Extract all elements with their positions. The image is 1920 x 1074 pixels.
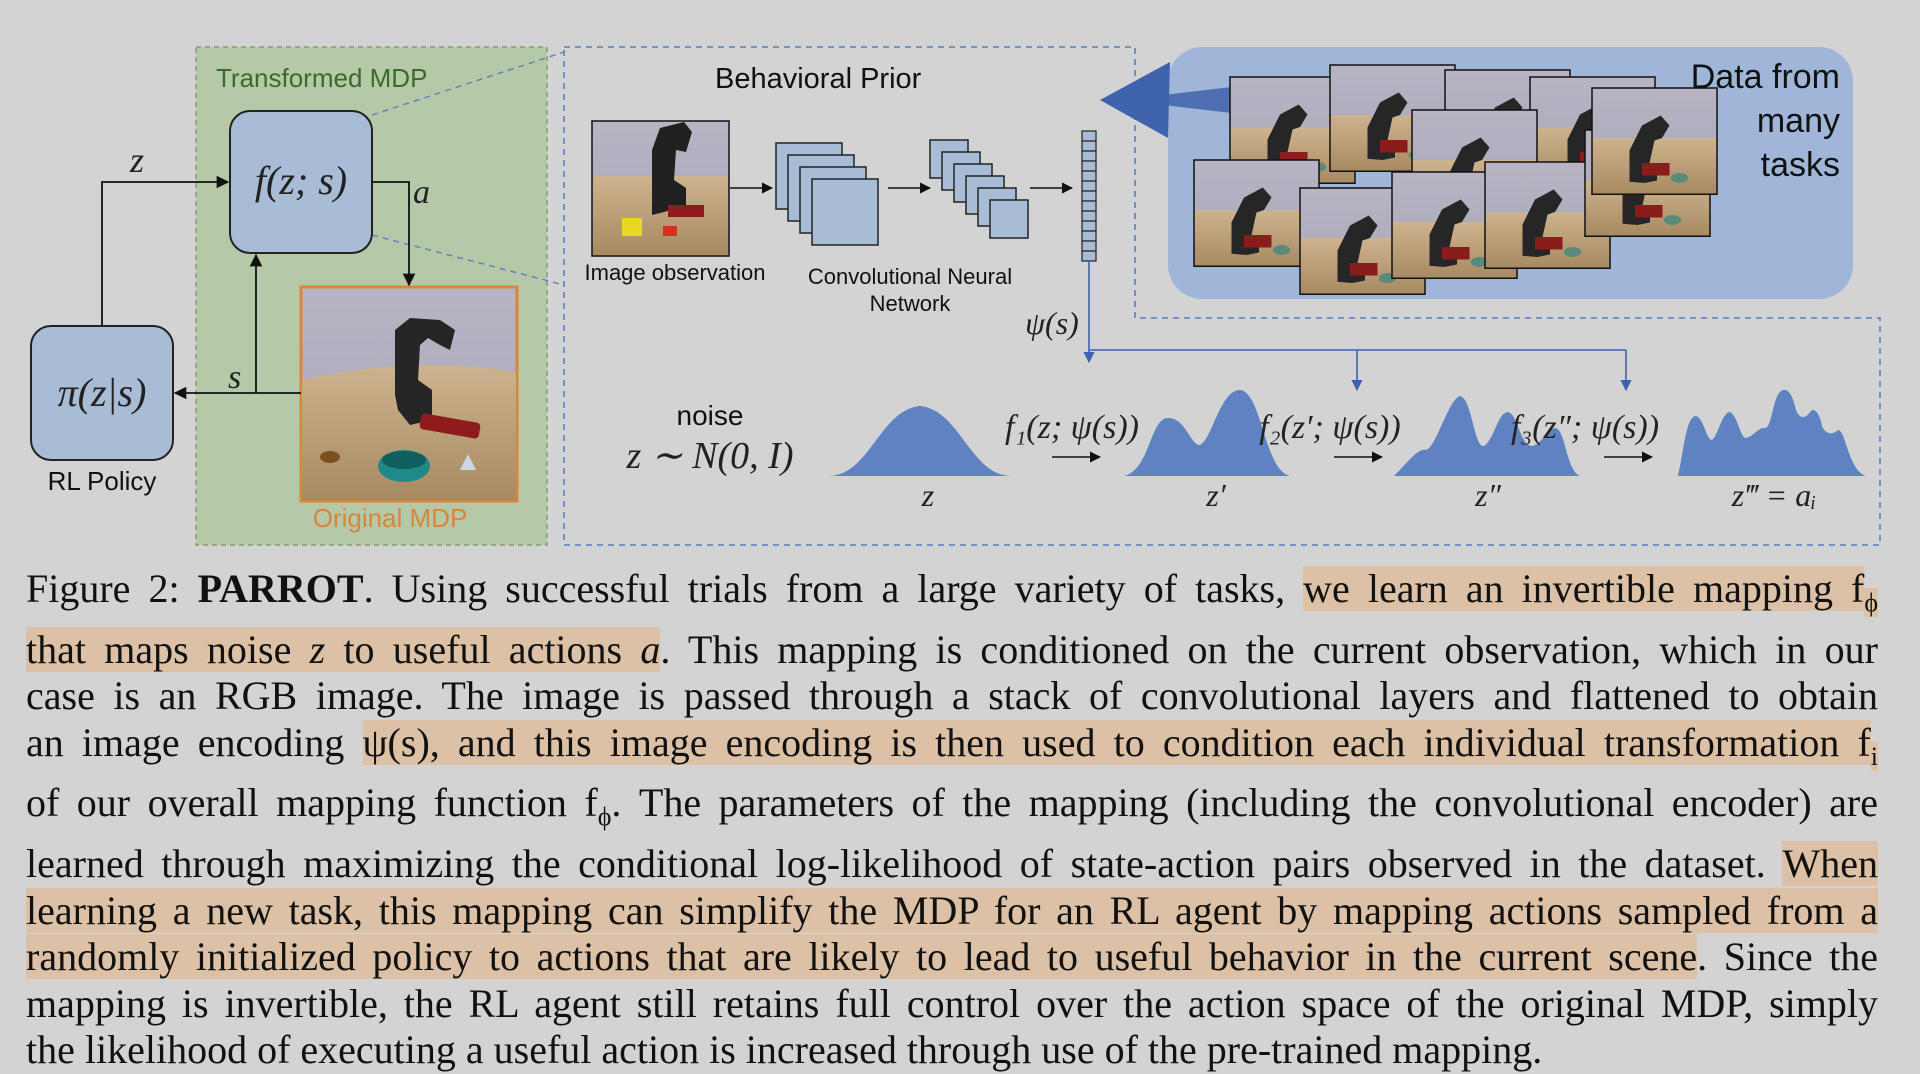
noise-label: noise xyxy=(677,400,744,431)
dist-z-prime-label: z′ xyxy=(1205,477,1226,513)
distribution-z xyxy=(830,406,1010,476)
cnn-label-line1: Convolutional Neural xyxy=(808,264,1012,289)
dist-z-triple-prime-label: z‴ = aᵢ xyxy=(1731,477,1817,513)
caption-text: ϕ xyxy=(597,802,612,832)
cnn-layer-stack-1 xyxy=(775,142,879,246)
encoding-cell xyxy=(1081,160,1097,172)
original-mdp-label: Original MDP xyxy=(313,503,468,533)
caption-line: learned through maximizing the condition… xyxy=(26,840,1878,888)
behavioral-prior-label: Behavioral Prior xyxy=(715,63,922,95)
highlighted-text: that maps noise xyxy=(26,626,310,672)
caption-line: an image encoding ψ(s), and this image e… xyxy=(26,719,1879,781)
caption-text: . Using successful trials from a large v… xyxy=(363,566,1304,611)
image-observation-thumbnail xyxy=(591,120,730,257)
highlighted-text: learning a new task, this mapping can si… xyxy=(26,887,1878,933)
caption-line: the likelihood of executing a useful act… xyxy=(26,1027,1878,1074)
cnn-label-line2: Network xyxy=(870,291,952,316)
parrot-figure: Transformed MDP Behavioral Prior f(z; s)… xyxy=(30,46,1881,546)
caption-text: learned through maximizing the condition… xyxy=(26,840,1783,886)
dist-z-label: z xyxy=(921,477,935,513)
highlighted-text: z xyxy=(309,626,326,672)
behavioral-prior-region xyxy=(563,46,1881,546)
transform-f3-label: f₃(z″; ψ(s)) xyxy=(1511,409,1659,446)
encoding-cell xyxy=(1081,130,1097,142)
flattened-encoding-vector xyxy=(1081,130,1097,262)
encoding-cell xyxy=(1081,230,1097,242)
noise-distribution-label: z ∼ N(0, I) xyxy=(626,435,794,477)
original-mdp-image xyxy=(299,285,519,503)
caption-line: randomly initialized policy to actions t… xyxy=(26,934,1878,981)
encoding-cell xyxy=(1081,140,1097,152)
figure-caption: Figure 2: PARROT. Using successful trial… xyxy=(26,566,1879,1074)
caption-line: that maps noise z to useful actions a. T… xyxy=(26,626,1878,674)
caption-title: PARROT xyxy=(197,566,364,611)
highlighted-text: When xyxy=(1782,840,1878,886)
caption-line: case is an RGB image. The image is passe… xyxy=(26,673,1878,720)
highlighted-text: randomly initialized policy to actions t… xyxy=(26,934,1698,980)
encoding-psi-label: ψ(s) xyxy=(1025,305,1079,341)
highlighted-text: to useful actions xyxy=(325,626,641,672)
task-thumbnail xyxy=(1591,87,1718,195)
caption-text: . Since the xyxy=(1697,934,1878,980)
left-arrow-icon-head xyxy=(1100,62,1170,138)
caption-line: Figure 2: PARROT. Using successful trial… xyxy=(26,566,1879,627)
caption-text: an image encoding xyxy=(26,719,363,765)
data-label-line3: tasks xyxy=(1761,146,1840,184)
mapping-function-label: f(z; s) xyxy=(255,158,347,203)
encoding-cell xyxy=(1081,170,1097,182)
caption-line: of our overall mapping function fϕ. The … xyxy=(26,780,1878,841)
caption-line: mapping is invertible, the RL agent stil… xyxy=(26,981,1878,1028)
task-thumbnails xyxy=(1193,64,1718,295)
caption-text: of our overall mapping function f xyxy=(26,780,598,826)
left-arrow-icon xyxy=(1120,86,1240,114)
caption-text: mapping is invertible, the RL agent stil… xyxy=(26,980,1878,1026)
cnn-layer-stack-2 xyxy=(929,139,1029,239)
state-s-label: s xyxy=(228,359,241,396)
highlighted-text: ψ(s), and this image encoding is then us… xyxy=(362,719,1871,765)
transformed-mdp-label: Transformed MDP xyxy=(216,63,427,93)
encoding-cell xyxy=(1081,240,1097,252)
highlighted-text: a xyxy=(640,626,661,672)
figure-number: Figure 2: xyxy=(26,566,198,611)
caption-text: case is an RGB image. The image is passe… xyxy=(26,673,1878,719)
policy-label: π(z|s) xyxy=(58,370,147,415)
caption-line: learning a new task, this mapping can si… xyxy=(26,887,1878,935)
encoding-cell xyxy=(1081,210,1097,222)
caption-text: . This mapping is conditioned on the cur… xyxy=(660,626,1878,672)
distribution-z-double-prime xyxy=(1394,396,1580,476)
encoding-cell xyxy=(1081,250,1097,262)
highlighted-text: we learn an invertible mapping f xyxy=(1303,566,1865,611)
encoding-cell xyxy=(1081,150,1097,162)
highlighted-text: i xyxy=(1870,741,1879,771)
encoding-cell xyxy=(1081,180,1097,192)
distribution-z-triple-prime xyxy=(1678,389,1866,476)
transform-f2-label: f₂(z′; ψ(s)) xyxy=(1259,409,1400,446)
action-a-label: a xyxy=(413,174,430,211)
transform-f1-label: f₁(z; ψ(s)) xyxy=(1005,409,1139,446)
encoding-cell xyxy=(1081,200,1097,212)
latent-z-label: z xyxy=(129,140,144,180)
encoding-cell xyxy=(1081,220,1097,232)
caption-text: the likelihood of executing a useful act… xyxy=(26,1027,1543,1073)
data-label-line1: Data from xyxy=(1691,58,1840,96)
caption-text: . The parameters of the mapping (includi… xyxy=(611,780,1879,826)
data-label-line2: many xyxy=(1757,102,1840,140)
encoding-cell xyxy=(1081,190,1097,202)
distribution-z-prime xyxy=(1124,390,1290,476)
image-observation-label: Image observation xyxy=(585,260,766,285)
highlighted-text: ϕ xyxy=(1864,588,1879,617)
dist-z-double-prime-label: z″ xyxy=(1474,477,1501,513)
rl-policy-caption: RL Policy xyxy=(48,466,157,496)
